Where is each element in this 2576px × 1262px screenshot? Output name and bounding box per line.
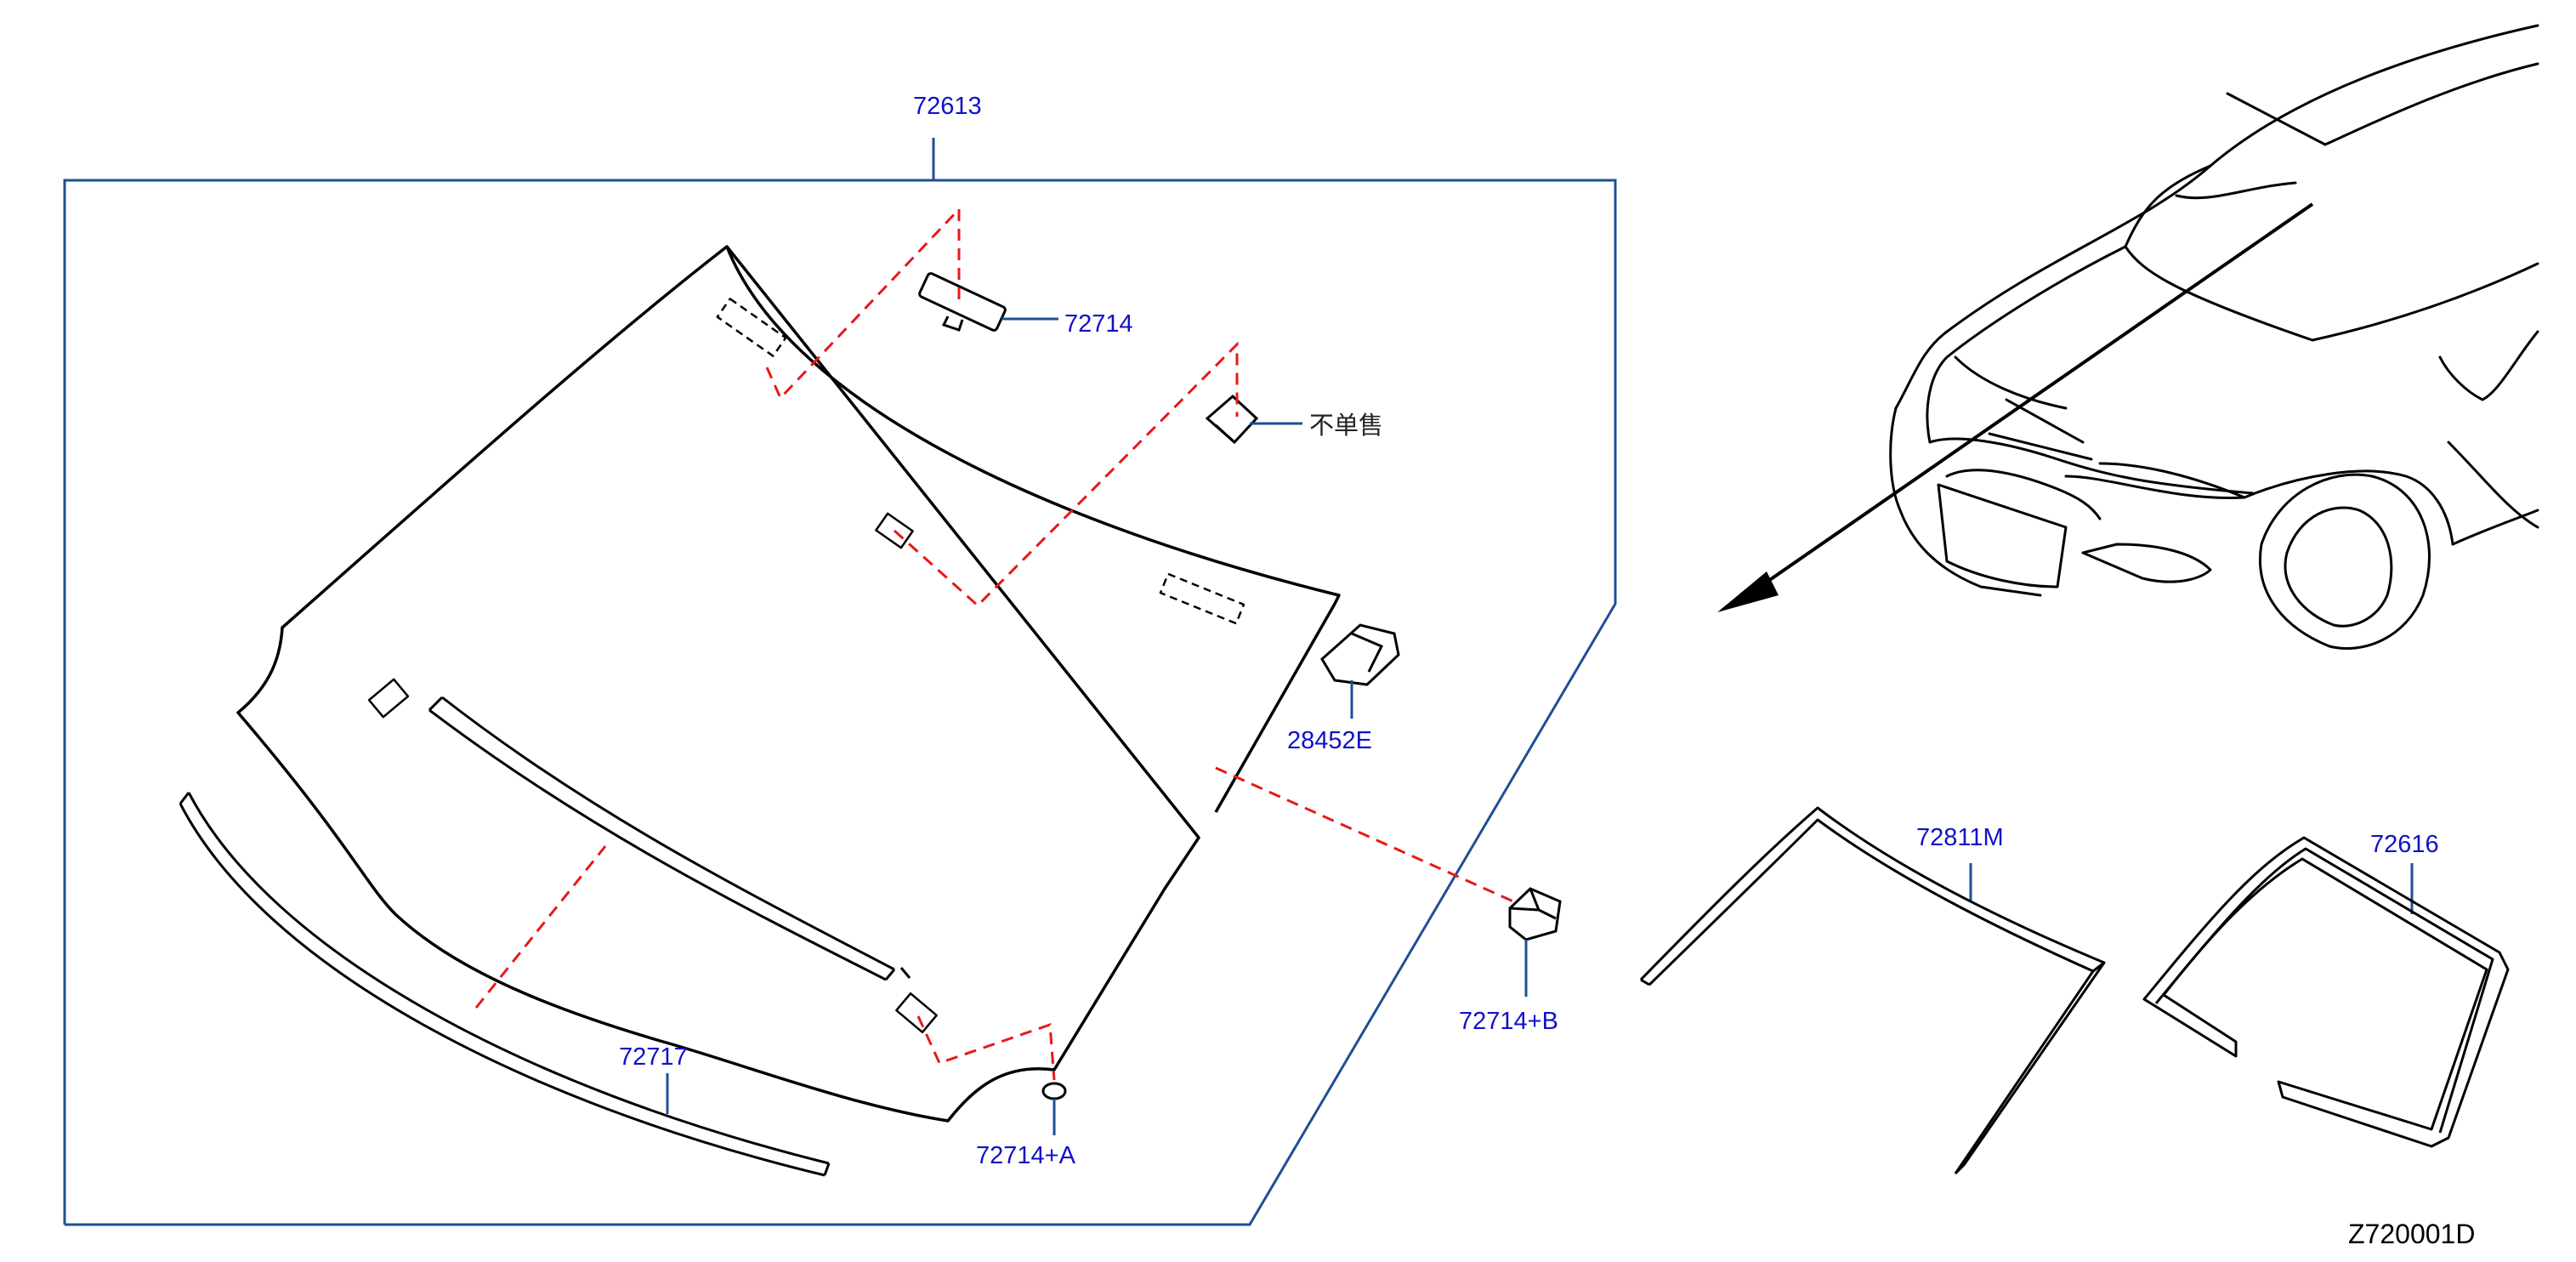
label-clip-28452e: 28452E (1287, 727, 1372, 754)
dashed-leaders (474, 206, 1514, 1081)
label-side-molding: 72811M (1916, 824, 2004, 851)
not-sold-clip-icon (1205, 394, 1259, 445)
clip-top-icon (918, 272, 1007, 332)
location-arrow (1717, 202, 2314, 612)
windshield-glass (236, 245, 1341, 1123)
side-molding (1639, 806, 2106, 1175)
label-lower-molding: 72717 (619, 1043, 688, 1071)
car-front-illustration (1889, 24, 2539, 650)
inner-molding-strip (428, 696, 911, 981)
assembly-frame (63, 138, 1617, 1226)
clip-a-icon (1041, 1082, 1067, 1100)
diagram-code: Z720001D (2348, 1219, 2475, 1249)
label-clip-top: 72714 (1064, 310, 1133, 338)
seal (2142, 836, 2510, 1148)
clip-28452e-icon (1320, 623, 1400, 686)
label-seal: 72616 (2370, 831, 2439, 858)
label-clip-a: 72714+A (976, 1142, 1076, 1169)
label-clip-b: 72714+B (1459, 1008, 1558, 1035)
label-leaders (666, 317, 2414, 1135)
lower-molding (179, 792, 831, 1177)
label-assembly: 72613 (913, 93, 982, 120)
clip-b-icon (1508, 887, 1562, 941)
label-not-sold: 不单售 (1309, 411, 1383, 440)
